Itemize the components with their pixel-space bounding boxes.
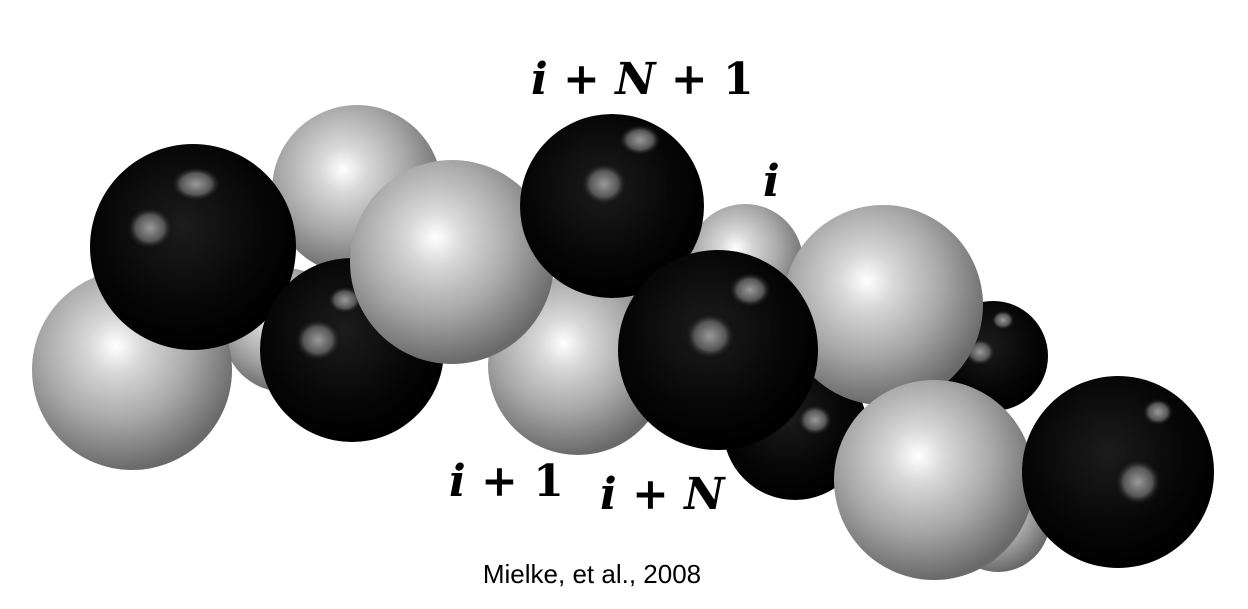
light-sphere — [783, 205, 983, 405]
label-i-plus-N: i + N — [600, 473, 724, 517]
label-var: i — [531, 54, 548, 105]
label-op: + — [616, 469, 685, 520]
label-i: i — [763, 160, 780, 204]
label-op: + — [655, 54, 723, 105]
label-op: + — [547, 54, 616, 105]
label-num: 1 — [533, 456, 564, 507]
dark-sphere — [1022, 376, 1214, 568]
dark-sphere-i-plus-N — [618, 250, 818, 450]
label-num: 1 — [722, 54, 754, 105]
light-sphere — [350, 160, 554, 364]
source-caption: Mielke, et al., 2008 — [482, 559, 702, 589]
dark-sphere — [90, 144, 296, 350]
label-var: i — [449, 456, 466, 507]
label-var: N — [615, 54, 656, 105]
label-i-plus-N-plus-1: i + N + 1 — [531, 58, 754, 102]
dark-sphere-i-plus-N-plus-1 — [520, 114, 704, 298]
light-sphere — [834, 380, 1034, 580]
label-op: + — [465, 456, 534, 507]
label-var: N — [684, 469, 725, 520]
label-var: i — [600, 469, 617, 520]
label-var: i — [763, 156, 780, 207]
label-i-plus-1: i + 1 — [449, 460, 564, 504]
